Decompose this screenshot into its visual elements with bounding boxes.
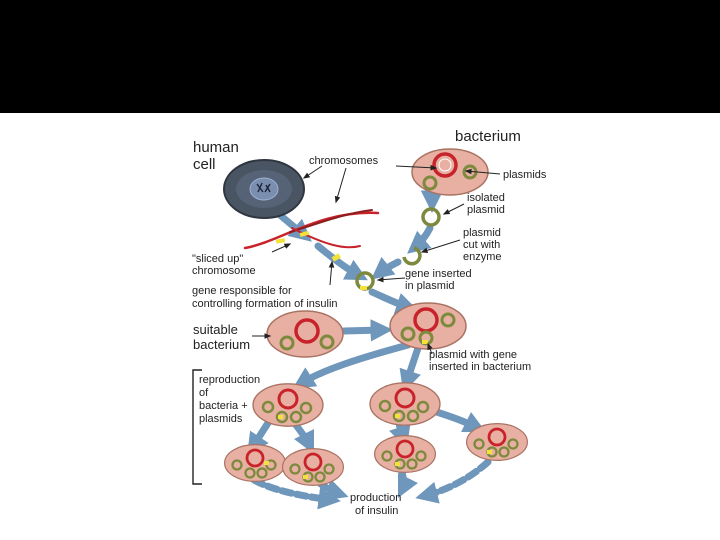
label-gene-responsible: gene responsible for controlling formati… [192,285,338,310]
label-production-insulin: production of insulin [350,492,404,517]
process-arrows [247,190,492,510]
arrow-suitable-to-bacterium [340,319,393,342]
arrow-to-insulin-1 [250,476,341,510]
label-plasmid-cut: plasmid cut with enzyme [463,227,504,263]
arrow-gene-to-plasmid [314,242,368,281]
plasmid-with-gene [355,271,375,291]
chromosome-strands [243,209,380,262]
arrow-reproduce-left [292,341,412,389]
suitable-bacterium [266,310,344,358]
label-chromosomes: chromosomes [309,155,379,167]
bacterium-gen3-1 [224,444,286,482]
title-bar [0,0,720,113]
arrow-inserted-to-bacterium [368,288,419,315]
arrow-to-insulin-3 [397,468,419,499]
reproduction-bracket [192,369,202,485]
bacterium-gen2-left [252,383,324,427]
human-cell [223,159,305,219]
leader-lines [252,164,501,355]
arrow-cut-to-inserted [371,256,402,280]
label-sliced-chromosome: "sliced up" chromosome [192,253,256,277]
bacterium-gen3-2 [282,448,344,486]
label-suitable-bacterium: suitable bacterium [193,322,250,352]
bacterium-gen2-right [369,382,441,426]
label-plasmid-with-gene: plasmid with gene inserted in bacterium [429,349,531,373]
label-plasmids: plasmids [503,169,547,181]
arrow-reproduce-right [399,344,422,393]
label-bacterium: bacterium [455,128,521,145]
arrow-isolated-to-cut [407,224,434,254]
arrow-l-to-ll [247,416,274,456]
bacterium-gen3-4 [466,423,529,461]
bacterium-gen3-3 [374,435,436,473]
isolated-plasmid [421,207,441,227]
cut-plasmid [402,246,422,266]
label-gene-inserted: gene inserted in plasmid [405,268,475,292]
arrow-to-insulin-4 [415,458,492,504]
label-isolated-plasmid: isolated plasmid [467,192,508,216]
label-human-cell: human cell [193,139,243,173]
bacterium-with-gene [389,302,467,350]
label-reproduction: reproduction of bacteria + plasmids [199,374,263,425]
